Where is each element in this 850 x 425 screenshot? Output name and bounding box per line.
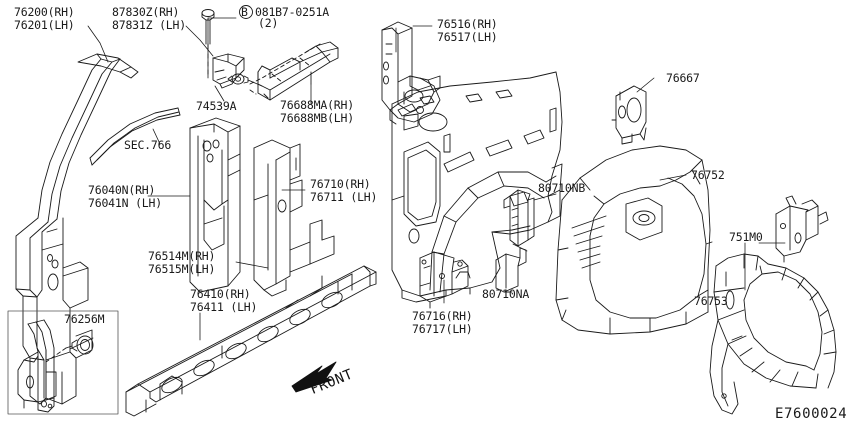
label-76667: 76667: [666, 71, 700, 85]
label-76516-line2: 76517(LH): [437, 29, 498, 44]
drawing-number: E7600024: [775, 406, 848, 422]
label-76716-line2: 76717(LH): [412, 321, 473, 336]
part-sec766-molding: [89, 107, 181, 166]
label-76514m-line2: 76515M(LH): [148, 261, 216, 276]
label-76516-line1: 76516(RH): [437, 17, 498, 31]
label-76516: 76516(RH)76517(LH): [437, 18, 498, 44]
label-74539a: 74539A: [196, 99, 237, 113]
label-76410-line2: 76411 (LH): [190, 299, 258, 314]
part-80710nb-bracket: [503, 189, 535, 247]
label-76716: 76716(RH)76717(LH): [412, 310, 473, 336]
label-76752: 76752: [691, 168, 725, 182]
label-76514m: 76514M(RH)76515M(LH): [148, 250, 215, 276]
part-87830z-anchor: [212, 53, 245, 89]
label-76514m-line1: 76514M(RH): [148, 249, 216, 263]
label-76710-line1: 76710(RH): [310, 177, 371, 191]
label-76716-line1: 76716(RH): [412, 309, 473, 323]
bolt-circle-letter: B: [241, 5, 248, 19]
part-76516-reinforcement: [381, 21, 441, 125]
label-80710nb: 80710NB: [538, 181, 586, 195]
label-76200-line1: 76200(RH): [14, 5, 75, 19]
part-76716-bracket: [419, 251, 469, 309]
label-87830z-line1: 87830Z(RH): [112, 5, 180, 19]
label-76710-line2: 76711 (LH): [310, 189, 378, 204]
bolt-081b7: [201, 5, 253, 75]
part-76752-rear-panel: [555, 145, 713, 335]
label-76688-line2: 76688MB(LH): [280, 110, 354, 125]
front-arrow: [291, 361, 337, 393]
label-bolt-quantity: (2): [258, 16, 279, 30]
label-76688: 76688MA(RH)76688MB(LH): [280, 99, 354, 125]
label-76753: 76753: [694, 294, 728, 308]
part-76753-wheelhouse-outer: [709, 253, 837, 415]
label-bolt-circle-b: B: [241, 6, 248, 19]
label-87830z: 87830Z(RH)87831Z (LH): [112, 6, 186, 32]
label-76040n-line1: 76040N(RH): [88, 183, 156, 197]
part-80710na-bracket: [495, 247, 527, 293]
label-bolt-part-number: 081B7-0251A: [255, 5, 329, 19]
label-sec766: SEC.766: [124, 138, 172, 152]
label-76410: 76410(RH)76411 (LH): [190, 288, 257, 314]
label-76410-line1: 76410(RH): [190, 287, 251, 301]
part-76410-sill-inner: [125, 265, 377, 417]
part-76688-rail: [249, 41, 339, 101]
label-76200-line2: 76201(LH): [14, 17, 75, 32]
label-80710na: 80710NA: [482, 287, 530, 301]
part-76667-bracket: [611, 85, 647, 145]
detail-inset-76256m: [7, 310, 119, 415]
label-76256m: 76256M: [64, 312, 105, 326]
part-74539a-grommet: [227, 73, 263, 87]
part-76514m-pillar-lower: [253, 139, 335, 297]
part-76040n-pillar-inner: [189, 117, 241, 293]
label-76688-line1: 76688MA(RH): [280, 98, 354, 112]
part-76710-wheelhouse-inner: [391, 71, 563, 303]
label-76040n: 76040N(RH)76041N (LH): [88, 184, 162, 210]
label-76040n-line2: 76041N (LH): [88, 195, 162, 210]
label-751m0: 751M0: [729, 230, 763, 244]
part-751m0-bracket: [775, 195, 829, 263]
label-76200: 76200(RH)76201(LH): [14, 6, 75, 32]
label-76710: 76710(RH)76711 (LH): [310, 178, 377, 204]
label-87830z-line2: 87831Z (LH): [112, 17, 186, 32]
part-76200-a-pillar: [15, 53, 139, 405]
